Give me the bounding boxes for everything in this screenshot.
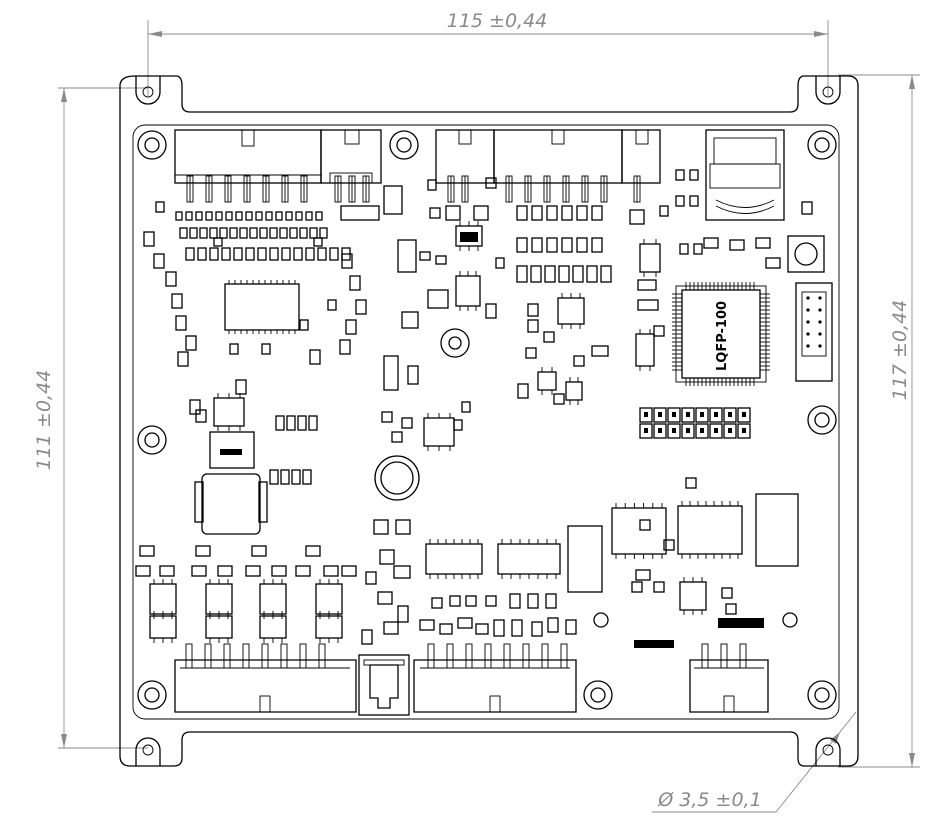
mcu-pins [672, 282, 770, 386]
misc-blocks [340, 185, 799, 593]
height-right-dimension-label: 117 ±0,44 [889, 300, 911, 401]
hole-diameter-label: Ø 3,5 ±0,1 [657, 789, 761, 811]
height-left-dimension-label: 111 ±0,44 [33, 370, 55, 471]
programming-header [795, 282, 833, 382]
smd-components [135, 169, 813, 648]
dimension-lines [58, 20, 920, 813]
pin-header-grid [639, 296, 822, 439]
mounting-holes [137, 130, 837, 710]
bottom-connector-pins [185, 643, 747, 669]
enclosure-outline [119, 75, 859, 767]
top-connector-pins [186, 175, 641, 203]
width-dimension-label: 115 ±0,44 [447, 10, 548, 32]
power-inductors [194, 431, 420, 535]
bottom-connectors [174, 654, 769, 716]
mcu-label: LQFP-100 [715, 301, 730, 371]
top-connectors [174, 129, 785, 221]
push-button [787, 235, 825, 273]
left-ic [224, 283, 300, 331]
